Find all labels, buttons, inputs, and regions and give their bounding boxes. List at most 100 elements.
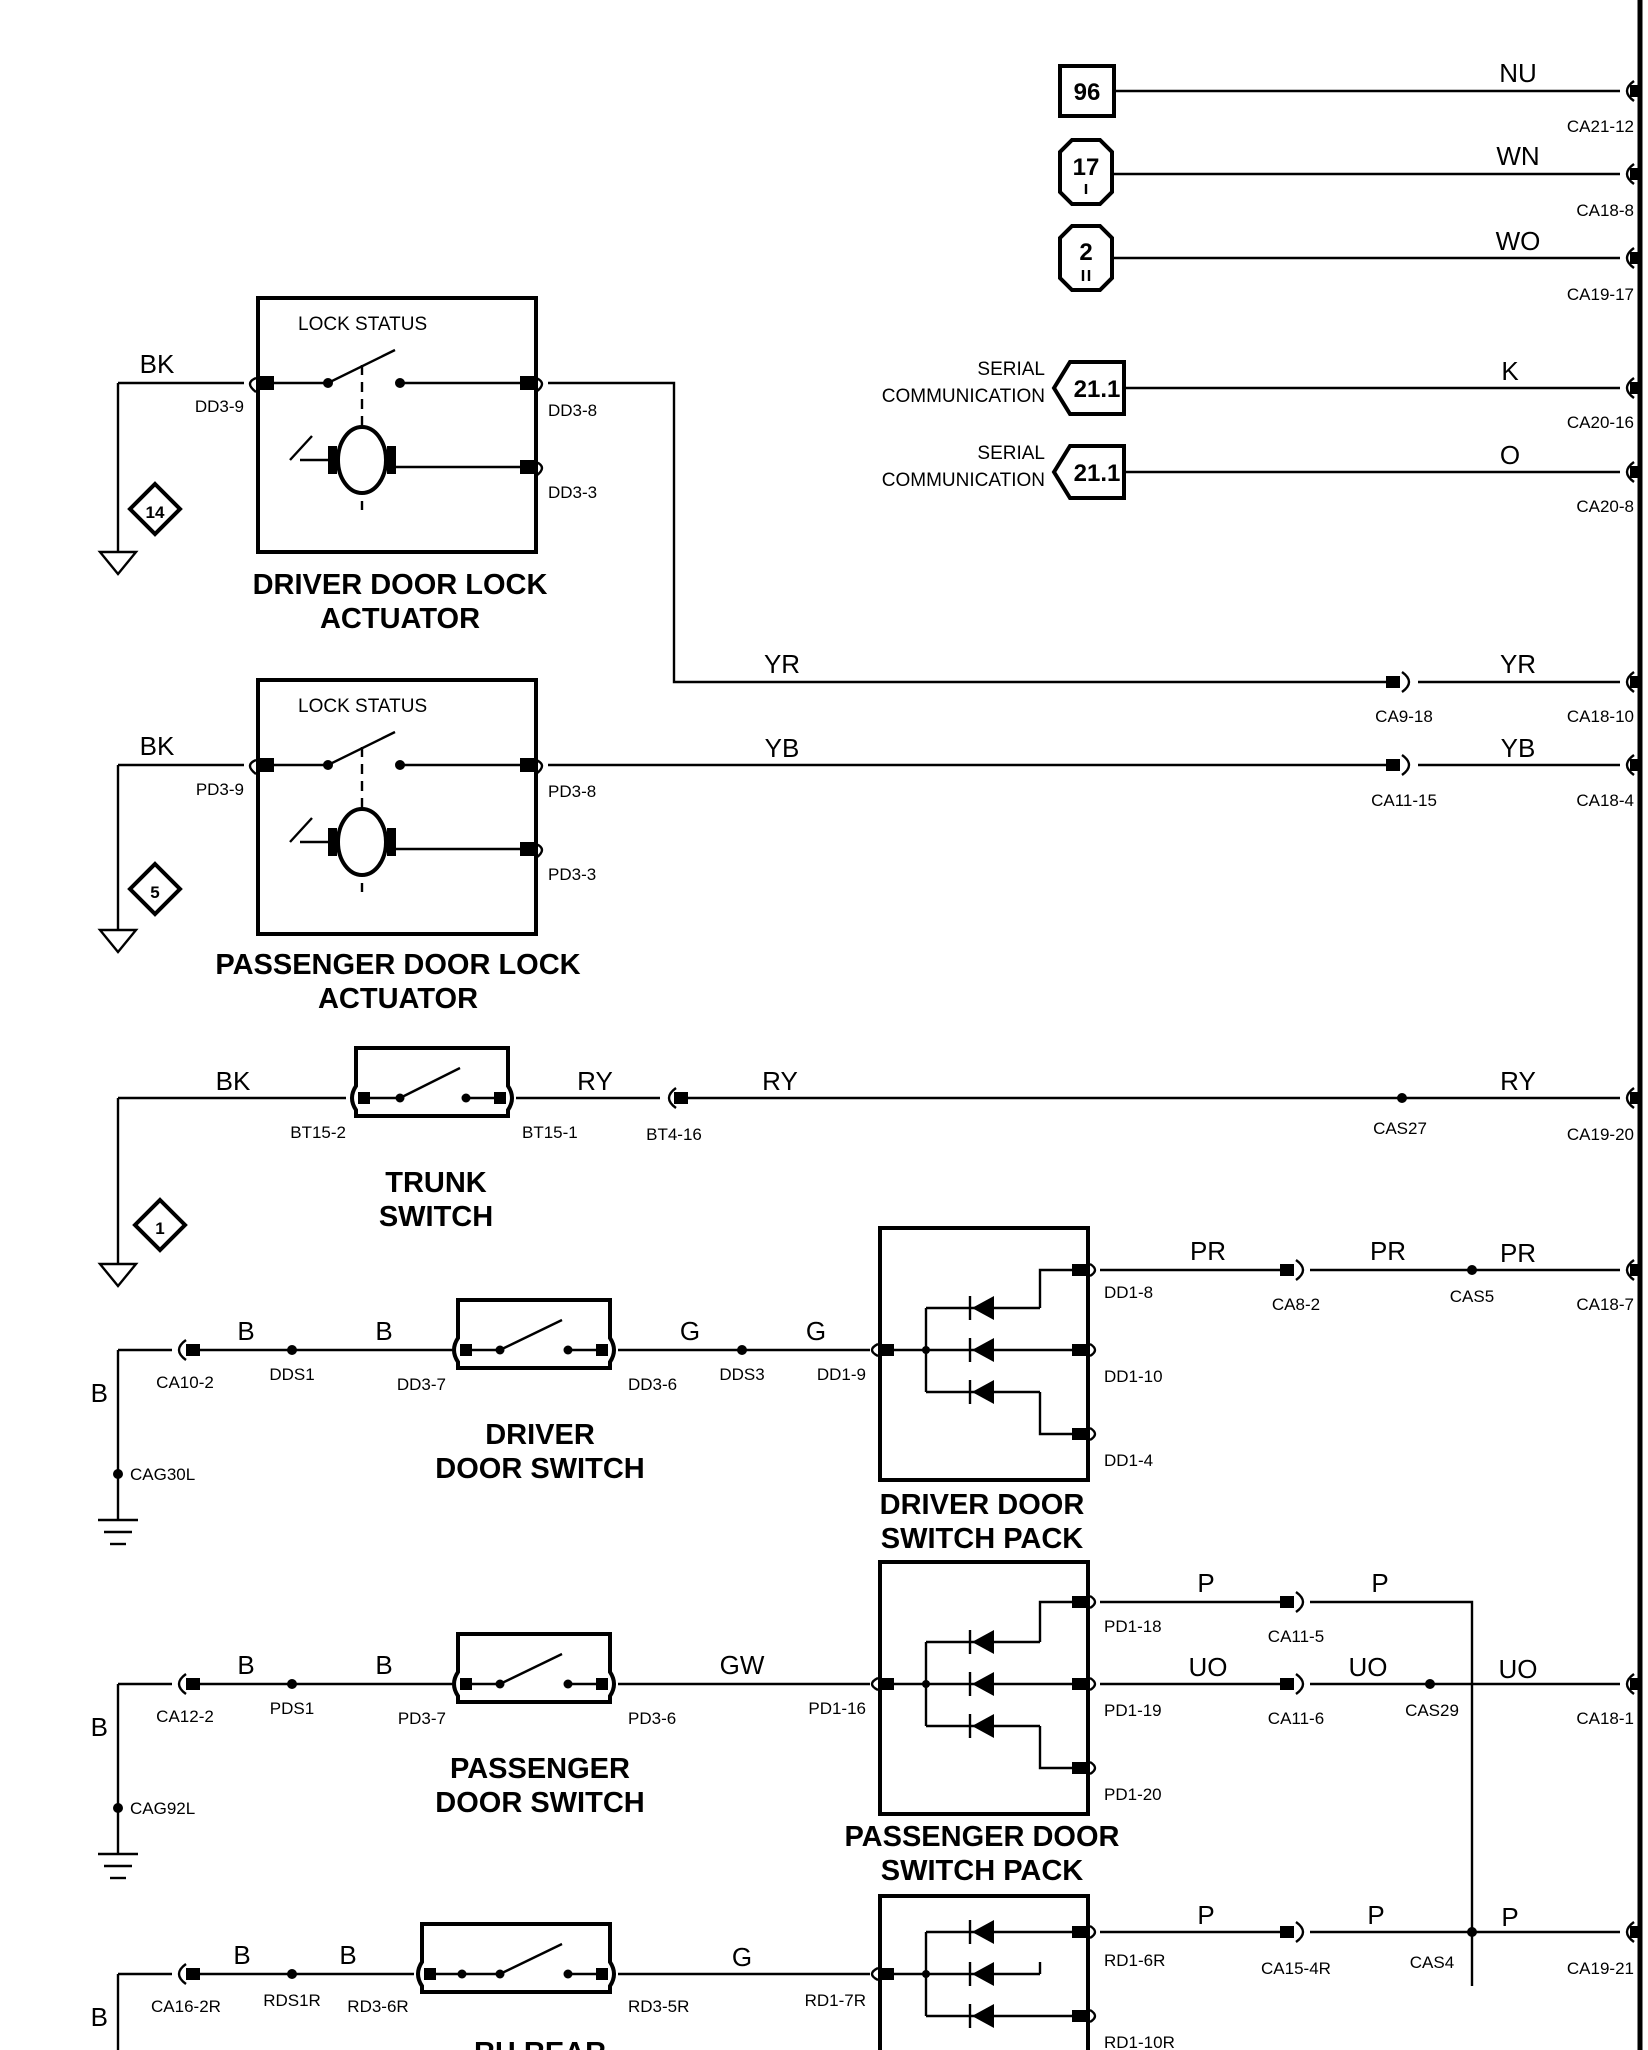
rh-rear-switch-pack: RD1-6R RD1-10R (870, 1894, 1175, 2050)
wire-P-lower: P CA15-4R P CAS4 P CA19-21 (1100, 1900, 1640, 1978)
actuator-box (256, 296, 538, 554)
pin-BT15-1: BT15-1 (522, 1123, 578, 1142)
pin-DD1-10: DD1-10 (1104, 1367, 1163, 1386)
component-title: DRIVER DOOR (880, 1489, 1085, 1521)
ref-96-circuit: 96 NU CA21-12 (1058, 58, 1640, 136)
pin-CA20-16: CA20-16 (1567, 413, 1634, 432)
pin-CAG92L: CAG92L (130, 1799, 195, 1818)
lock-status-label: LOCK STATUS (298, 696, 427, 717)
passenger-actuator-ground: BK 5 (97, 731, 244, 954)
wire-K-label: K (1501, 356, 1519, 386)
component-title: TRUNK (385, 1167, 487, 1199)
wire-PR-label: PR (1370, 1236, 1406, 1266)
wire-UO-label: UO (1349, 1652, 1388, 1682)
switch-box (416, 1922, 616, 1994)
switch-pack-box (878, 1560, 1090, 1816)
wire-YB-label: YB (765, 733, 800, 763)
wire-WN-label: WN (1496, 141, 1539, 171)
wire-RY-label: RY (1500, 1066, 1536, 1096)
pin-CA9-18: CA9-18 (1375, 707, 1433, 726)
pin-DD1-4: DD1-4 (1104, 1451, 1153, 1470)
serial-ref-num: 21.1 (1074, 460, 1121, 487)
ref-2-label: 2 (1079, 239, 1092, 266)
pin-RDS1R: RDS1R (263, 1991, 321, 2010)
component-title: ACTUATOR (320, 603, 480, 635)
wire-RY: RY BT4-16 RY CAS27 RY CA19-20 (516, 1066, 1640, 1144)
wire-O-label: O (1500, 440, 1520, 470)
wire-PR-label: PR (1190, 1236, 1226, 1266)
switch-box (452, 1632, 616, 1704)
pin-CA10-2: CA10-2 (156, 1373, 214, 1392)
wire-GW-label: GW (720, 1650, 765, 1680)
pin-DD1-8: DD1-8 (1104, 1283, 1153, 1302)
wire-B-label: B (91, 1712, 108, 1742)
pin-CAS27: CAS27 (1373, 1119, 1427, 1138)
ref-96-label: 96 (1074, 79, 1101, 106)
component-title: DRIVER DOOR LOCK (253, 569, 548, 601)
ref-hex-2 (1058, 224, 1114, 292)
wire-YR-label: YR (1500, 649, 1536, 679)
wire-G-label: G (806, 1316, 826, 1346)
pin-PD3-8: PD3-8 (548, 782, 596, 801)
ref-diamond-1 (132, 1197, 188, 1253)
ref-diamond-5 (127, 861, 183, 917)
passenger-door-switch-circuit: B CAG92L CA12-2 B PDS1 B PD3-7 PD3-6 PAS… (91, 1632, 870, 1880)
pin-CAS5: CAS5 (1450, 1287, 1494, 1306)
wire-YB: YB CA11-15 YB CA18-4 (548, 733, 1640, 810)
wire-YR: YR CA9-18 YR CA18-10 (548, 381, 1640, 726)
ref-17-circuit: 17 WN CA18-8 (1058, 138, 1640, 220)
pin-CA15-4R: CA15-4R (1261, 1959, 1331, 1978)
serial-ref-num: 21.1 (1074, 376, 1121, 403)
pin-CA18-10: CA18-10 (1567, 707, 1634, 726)
wire-YR-label: YR (764, 649, 800, 679)
pin-CA11-6: CA11-6 (1268, 1709, 1324, 1728)
driver-actuator-ground: BK 14 (97, 349, 244, 576)
wire-P-label: P (1367, 1900, 1384, 1930)
pin-CA19-21: CA19-21 (1567, 1959, 1634, 1978)
pin-PD3-6: PD3-6 (628, 1709, 676, 1728)
wire-B-label: B (233, 1940, 250, 1970)
pin-PD3-9: PD3-9 (196, 780, 244, 799)
pin-RD3-5R: RD3-5R (628, 1997, 689, 2016)
wire-P-label: P (1197, 1568, 1214, 1598)
wire-G-label: G (732, 1942, 752, 1972)
pin-BT4-16: BT4-16 (646, 1125, 702, 1144)
lock-status-label: LOCK STATUS (298, 314, 427, 335)
wire-P-upper: P CA11-5 P (1100, 1568, 1474, 1986)
pin-CA18-7: CA18-7 (1576, 1295, 1634, 1314)
actuator-box (256, 678, 538, 936)
pin-BT15-2: BT15-2 (290, 1123, 346, 1142)
component-title: DOOR SWITCH (435, 1787, 644, 1819)
driver-door-lock-actuator: LOCK STATUS DD3-8 DD3-3 DD3-9 DRIVER DOO… (195, 296, 597, 635)
serial-comm-K: SERIAL COMMUNICATION 21.1 K CA20-16 (882, 356, 1640, 432)
rh-rear-door-switch-circuit: B CA16-2R B RDS1R B RD3-6R RD3-5R RH REA… (91, 1922, 870, 2050)
component-title: SWITCH (379, 1201, 493, 1233)
wire-NU-label: NU (1499, 58, 1537, 88)
pin-PDS1: PDS1 (270, 1699, 314, 1718)
wire-BK-label: BK (140, 349, 175, 379)
pin-CA16-2R: CA16-2R (151, 1997, 221, 2016)
wire-UO: UO CA11-6 UO CAS29 UO CA18-1 (1100, 1652, 1640, 1728)
switch-pack-box (878, 1226, 1090, 1482)
wire-B-label: B (91, 1378, 108, 1408)
pin-DDS3: DDS3 (719, 1365, 764, 1384)
driver-door-switch-circuit: B CAG30L CA10-2 B DDS1 B DD3-7 DD3-6 DRI… (91, 1298, 870, 1546)
component-title: DOOR SWITCH (435, 1453, 644, 1485)
pin-RD3-6R: RD3-6R (347, 1997, 408, 2016)
pin-DD3-3: DD3-3 (548, 483, 597, 502)
ref-5-label: 5 (150, 883, 159, 902)
switch-pack-box (878, 1894, 1090, 2050)
serial-label-line2: COMMUNICATION (882, 386, 1045, 407)
component-title: SWITCH PACK (881, 1855, 1084, 1887)
switch-box (452, 1298, 616, 1370)
pin-PD1-16: PD1-16 (808, 1699, 866, 1718)
passenger-door-switch-pack: PD1-18 PD1-19 PD1-20 PASSENGER DOOR SWIT… (844, 1560, 1162, 1887)
wire-B-label: B (237, 1650, 254, 1680)
wire-G-label: G (680, 1316, 700, 1346)
pin-DD3-8: DD3-8 (548, 401, 597, 420)
wire-BK-label: BK (216, 1066, 251, 1096)
driver-door-switch-pack: DD1-8 DD1-10 DD1-4 DRIVER DOOR SWITCH PA… (870, 1226, 1163, 1555)
pin-CA11-15: CA11-15 (1371, 791, 1437, 810)
wire-PR-label: PR (1500, 1238, 1536, 1268)
wire-YB-label: YB (1501, 733, 1536, 763)
